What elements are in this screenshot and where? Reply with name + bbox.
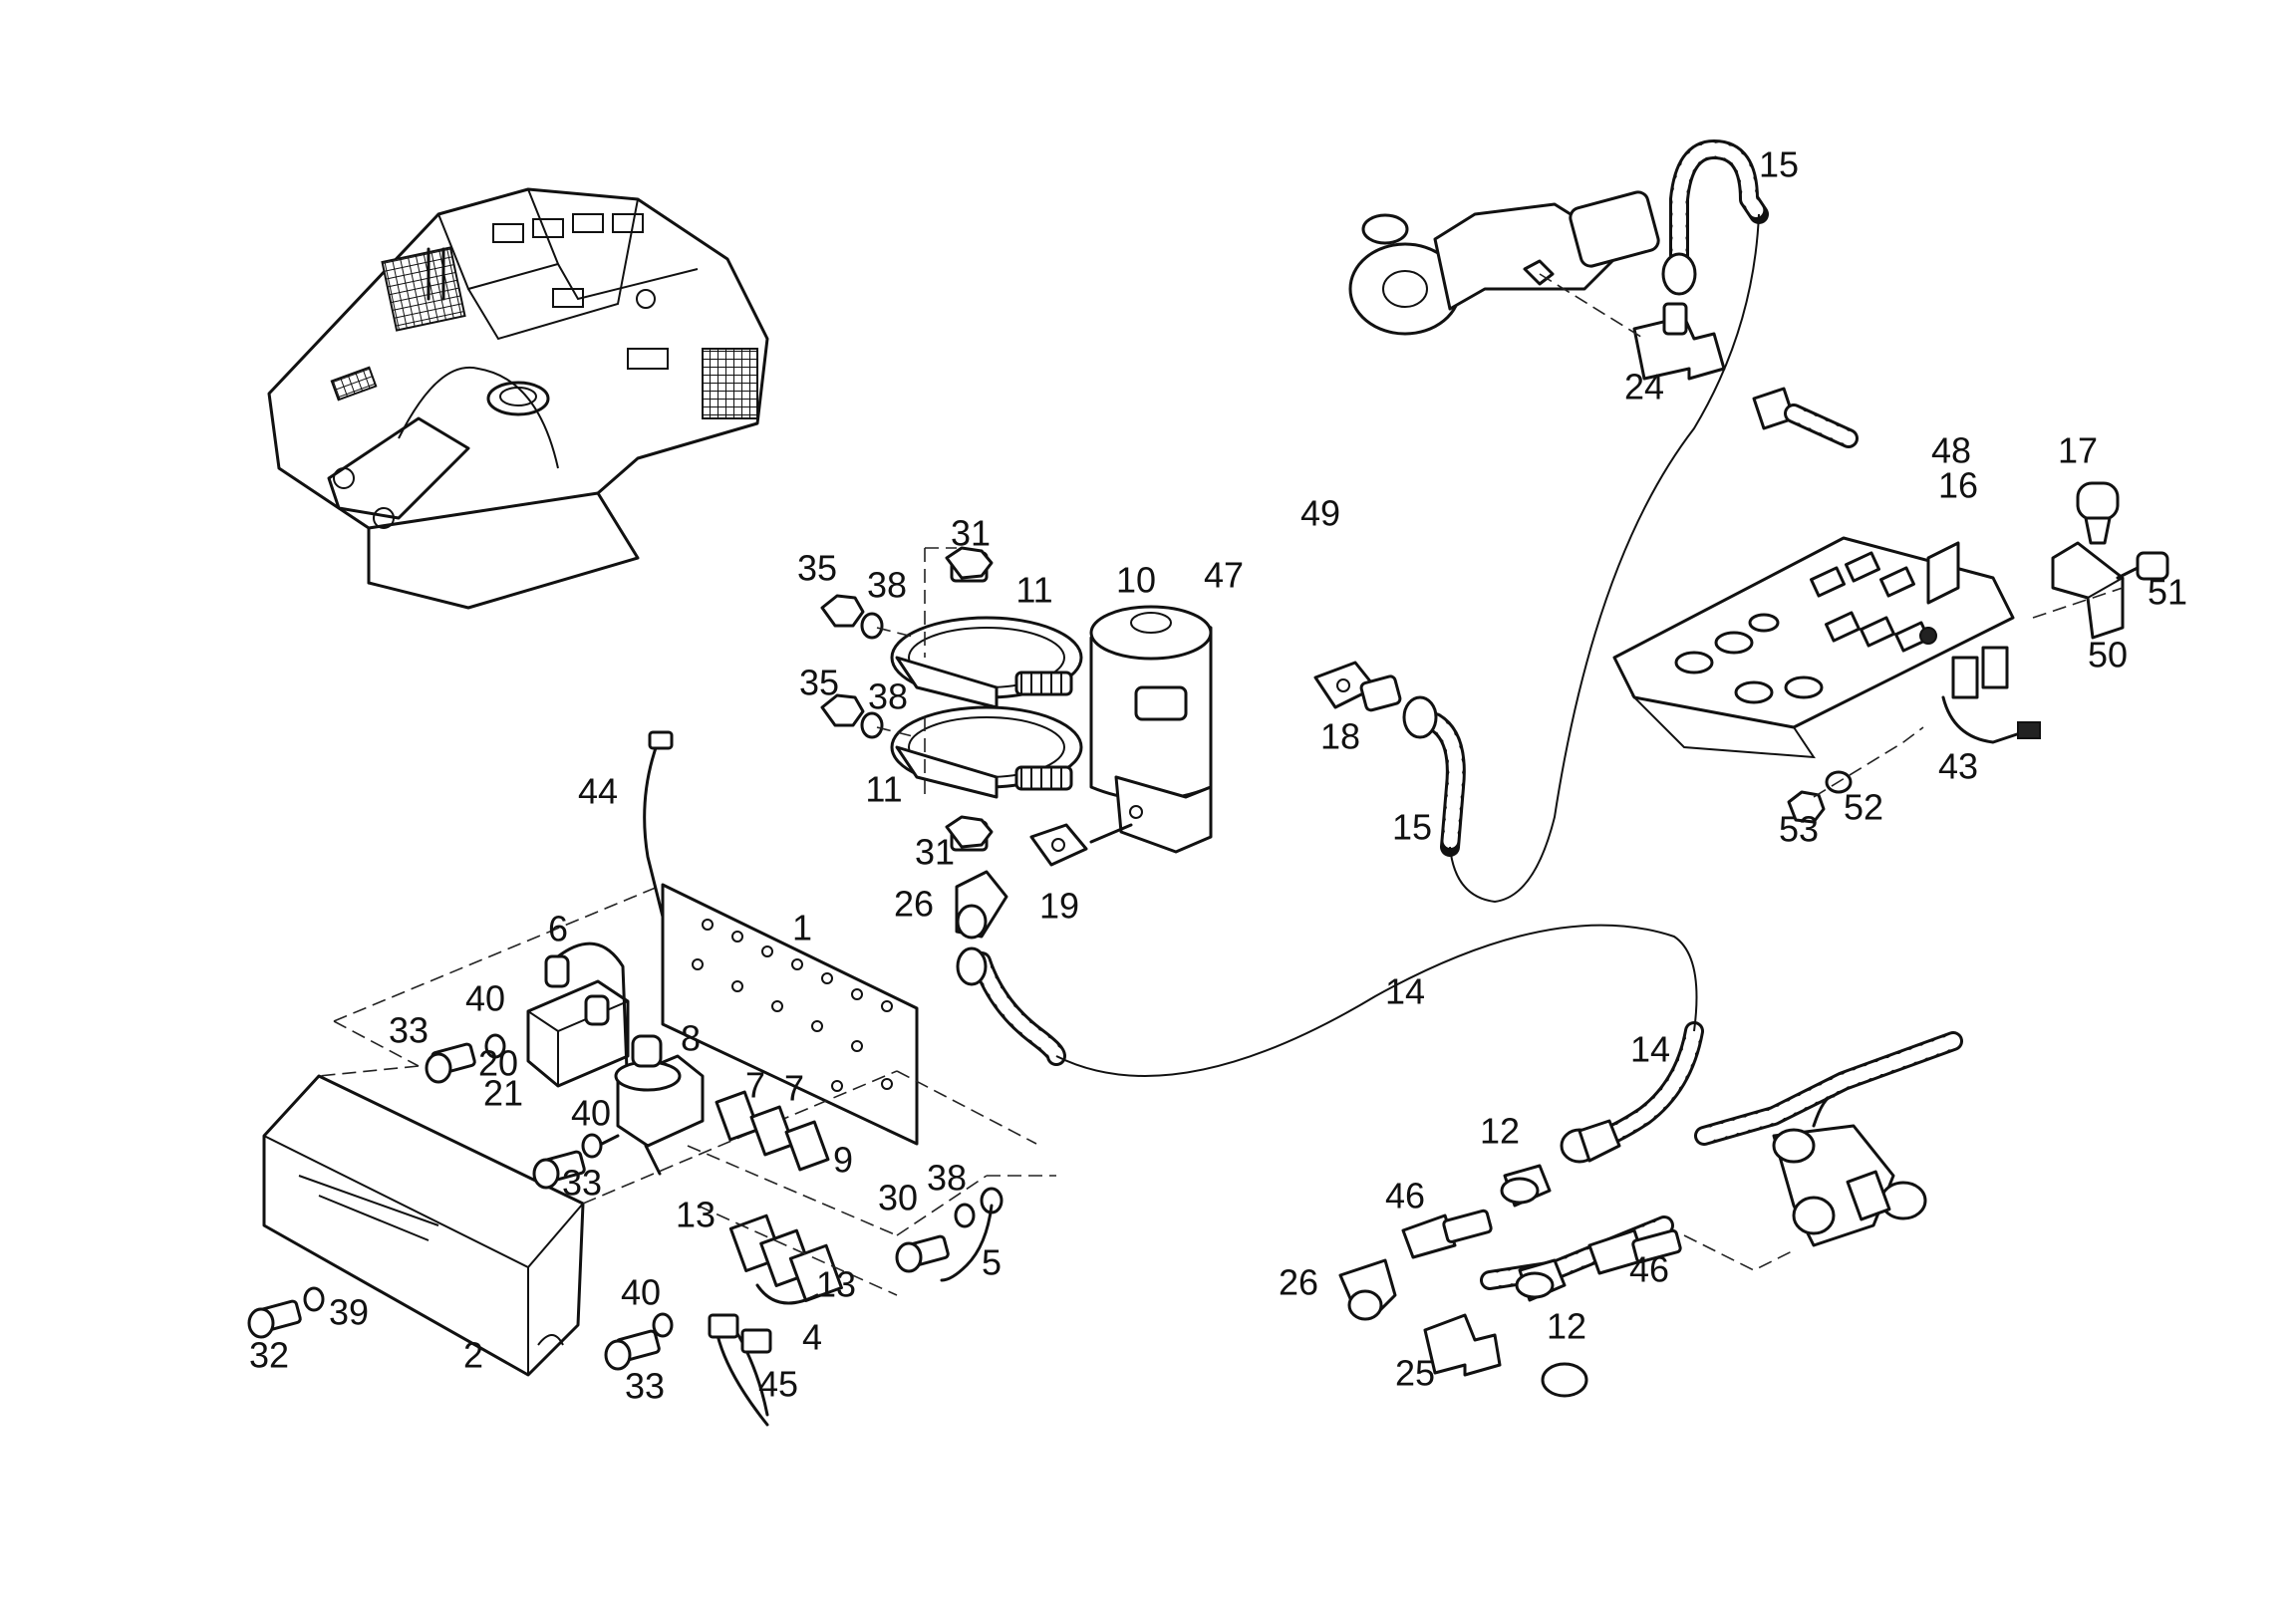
valve-icon: [526, 942, 705, 1176]
callout-20: 20: [478, 1043, 518, 1084]
fasteners-right: [1787, 481, 2169, 824]
callout-7: 7: [784, 1068, 804, 1109]
callout-38: 38: [867, 565, 907, 606]
loose-hose-end: [1752, 387, 1859, 448]
callout-4: 4: [802, 1317, 822, 1358]
callout-47: 47: [1204, 555, 1244, 596]
pipe-assembly-top: [1348, 190, 1660, 336]
callout-11: 11: [1015, 570, 1052, 611]
callout-38: 38: [927, 1158, 967, 1199]
callout-2: 2: [463, 1335, 483, 1376]
callout-21: 21: [483, 1073, 523, 1114]
callout-14: 14: [1630, 1029, 1670, 1070]
relay-group: [715, 1090, 843, 1305]
fittings-bottom-right: [1338, 1119, 1682, 1377]
clamp-lower: [890, 705, 1083, 799]
callout-26: 26: [1279, 1262, 1318, 1303]
callout-52: 52: [1844, 787, 1883, 828]
callout-39: 39: [329, 1292, 369, 1333]
callout-33: 33: [562, 1163, 602, 1204]
elbow-26-upper: [955, 870, 1008, 940]
callout-13: 13: [816, 1264, 856, 1305]
fitting-19: [1029, 823, 1133, 867]
callout-32: 32: [249, 1335, 289, 1376]
callout-53: 53: [1779, 809, 1819, 850]
callout-46: 46: [1629, 1249, 1669, 1290]
clamp-upper: [890, 616, 1083, 709]
callout-40: 40: [465, 978, 505, 1019]
callout-45: 45: [758, 1364, 798, 1405]
callout-38: 38: [868, 676, 908, 717]
tee-fitting-24: [1632, 302, 1726, 381]
hose-icon: [956, 139, 1769, 1398]
callout-18: 18: [1320, 716, 1360, 757]
callout-24: 24: [1624, 367, 1664, 407]
callout-30: 30: [878, 1178, 918, 1218]
callout-6: 6: [548, 909, 568, 949]
callout-26: 26: [894, 884, 934, 925]
callout-12: 12: [1547, 1306, 1586, 1347]
callout-12: 12: [1480, 1111, 1520, 1152]
callout-13: 13: [676, 1195, 716, 1235]
callout-10: 10: [1116, 560, 1156, 601]
fitting-18: [1313, 661, 1402, 712]
callout-16: 16: [1938, 465, 1978, 506]
callout-9: 9: [833, 1140, 853, 1181]
callout-8: 8: [681, 1018, 701, 1059]
callout-25: 25: [1395, 1353, 1435, 1394]
mounting-plate: [661, 883, 919, 1146]
bracket-50: [2051, 541, 2125, 640]
callout-51: 51: [2148, 572, 2187, 613]
callout-40: 40: [571, 1093, 611, 1134]
control-panel-icon: [1612, 536, 2041, 759]
callout-7: 7: [745, 1065, 765, 1106]
callout-15: 15: [1759, 144, 1799, 185]
callout-33: 33: [389, 1010, 429, 1051]
cover-box: [262, 1074, 585, 1377]
wiring: [643, 730, 994, 1427]
callout-19: 19: [1039, 886, 1079, 927]
callout-33: 33: [625, 1366, 665, 1407]
machine-overview-icon: [267, 187, 769, 610]
callout-31: 31: [951, 513, 991, 554]
callout-1: 1: [792, 908, 812, 948]
fasteners-clamp: [820, 546, 994, 852]
callout-31: 31: [915, 832, 955, 873]
manifold-assembly: [1694, 1031, 1963, 1247]
callout-40: 40: [621, 1272, 661, 1313]
callout-35: 35: [799, 663, 839, 703]
callout-17: 17: [2058, 430, 2098, 471]
electric-motor-icon: [1089, 605, 1213, 854]
callout-48: 48: [1931, 430, 1971, 471]
callout-35: 35: [797, 548, 837, 589]
fasteners-left: [247, 1033, 1004, 1371]
callout-44: 44: [578, 771, 618, 812]
callout-14: 14: [1385, 971, 1425, 1012]
callout-46: 46: [1385, 1176, 1425, 1216]
callout-5: 5: [982, 1242, 1002, 1283]
callout-50: 50: [2088, 635, 2128, 675]
callout-15: 15: [1392, 807, 1432, 848]
callout-43: 43: [1938, 746, 1978, 787]
callout-11: 11: [865, 769, 902, 810]
callout-49: 49: [1300, 493, 1340, 534]
